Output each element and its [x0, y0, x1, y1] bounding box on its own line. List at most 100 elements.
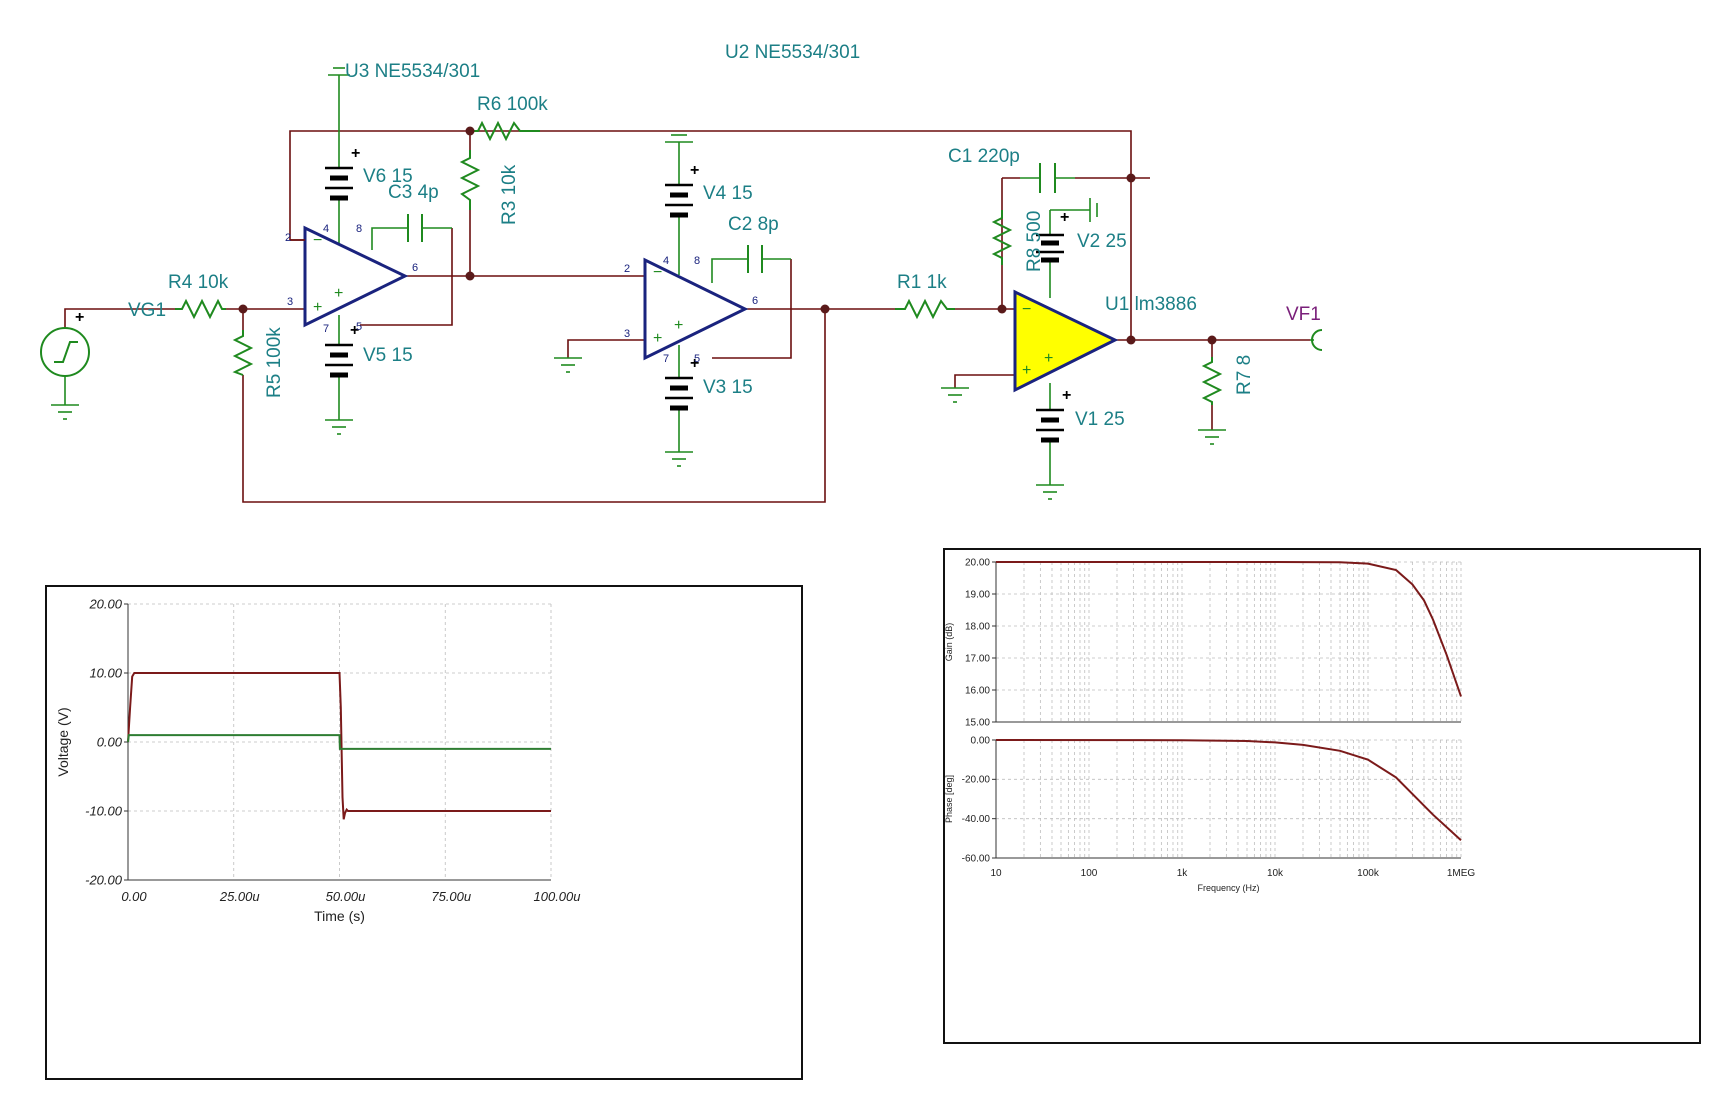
y-tick-label: -60.00: [962, 853, 991, 864]
ground-icon: [1198, 429, 1226, 445]
label-v4: V4 15: [703, 183, 753, 204]
x-tick-label: 10k: [1267, 868, 1284, 879]
resistor-r7: [1201, 357, 1223, 405]
ground-icon: [665, 134, 693, 143]
label-v3: V3 15: [703, 377, 753, 398]
pin-label: 2: [624, 263, 630, 275]
output-port-icon: [1310, 329, 1323, 351]
pin-label: 5: [694, 353, 700, 365]
resistor-r3: [459, 150, 481, 210]
voltage-source-vg1: +: [40, 309, 90, 377]
x-tick-label: 75.00u: [431, 889, 471, 904]
label-r4: R4 10k: [168, 272, 229, 293]
svg-text:−: −: [1022, 301, 1031, 318]
y-tick-label: -10.00: [85, 803, 123, 818]
ground-icon: [1089, 198, 1098, 222]
svg-text:+: +: [1062, 387, 1071, 404]
series-line: [996, 561, 1462, 697]
x-axis-label: Time (s): [314, 908, 365, 924]
label-vg1: VG1: [128, 300, 166, 321]
pin-label: 4: [323, 223, 329, 235]
x-tick-label: 1k: [1177, 868, 1189, 879]
label-u2: U2 NE5534/301: [725, 42, 860, 63]
y-tick-label: 20.00: [88, 596, 122, 611]
y-axis-label: Voltage (V): [55, 707, 71, 776]
svg-text:+: +: [1022, 362, 1031, 379]
label-r3: R3 10k: [499, 164, 520, 225]
x-tick-label: 100k: [1357, 868, 1380, 879]
x-tick-label: 50.00u: [326, 889, 366, 904]
ground-icon: [1036, 484, 1064, 500]
label-r6: R6 100k: [477, 94, 548, 115]
battery-v1: +: [1036, 387, 1071, 443]
resistor-r4: [175, 298, 226, 320]
ground-icon: [328, 67, 350, 76]
label-r5: R5 100k: [264, 327, 285, 398]
svg-text:+: +: [334, 285, 343, 302]
batteries: + + + + + +: [325, 145, 1071, 443]
label-c3: C3 4p: [388, 182, 439, 203]
pin-label: 8: [694, 255, 700, 267]
y-tick-label: 17.00: [965, 653, 990, 664]
svg-text:−: −: [653, 264, 662, 281]
x-tick-label: 100.00u: [534, 889, 581, 904]
ground-icon: [51, 375, 79, 420]
label-v2: V2 25: [1077, 231, 1127, 252]
label-v5: V5 15: [363, 345, 413, 366]
ac-panel: [943, 548, 1701, 1044]
ground-icon: [665, 451, 693, 467]
component-labels: U3 NE5534/301 U2 NE5534/301 U1 lm3886 R6…: [128, 42, 1321, 430]
x-tick-label: 0.00: [121, 889, 147, 904]
opamp-u1: − + +: [1013, 289, 1119, 393]
svg-text:+: +: [1060, 209, 1069, 226]
capacitor-c2: [747, 245, 763, 273]
svg-text:+: +: [1044, 350, 1053, 367]
label-v6: V6 15: [363, 166, 413, 187]
resistor-r8: [991, 210, 1013, 265]
series-line: [995, 739, 1462, 842]
battery-v5: +: [325, 322, 359, 378]
supply-wires: [338, 75, 1090, 485]
transient-panel: [45, 585, 803, 1080]
x-tick-label: 25.00u: [219, 889, 260, 904]
pin-label: 3: [287, 296, 293, 308]
y-tick-label: 15.00: [965, 717, 990, 728]
x-tick-label: 1MEG: [1447, 868, 1476, 879]
ground-icon: [554, 357, 582, 373]
label-r7: R7 8: [1234, 355, 1255, 395]
resistors: [175, 120, 1223, 405]
x-tick-label: 100: [1081, 868, 1098, 879]
y-tick-label: 18.00: [965, 621, 990, 632]
label-vf1: VF1: [1286, 304, 1321, 325]
label-v1: V1 25: [1075, 409, 1125, 430]
capacitors: [407, 163, 1075, 273]
y-tick-label: 16.00: [965, 685, 990, 696]
y-tick-label: 19.00: [965, 589, 990, 600]
svg-text:+: +: [690, 355, 699, 372]
y-axis-label: Phase [deg]: [944, 775, 954, 823]
pin-label: 5: [356, 321, 362, 333]
svg-text:+: +: [674, 317, 683, 334]
capacitor-c3: [407, 214, 423, 242]
y-tick-label: 20.00: [965, 557, 990, 568]
resistor-r6: [470, 120, 540, 142]
pin-label: 7: [323, 323, 329, 335]
opamp-u2: − + + 2 3 4 5 6 7 8: [624, 255, 758, 365]
x-tick-label: 10: [990, 868, 1002, 879]
capacitor-c1: [1020, 163, 1075, 193]
svg-text:+: +: [653, 330, 662, 347]
label-u3: U3 NE5534/301: [345, 61, 480, 82]
svg-text:+: +: [75, 309, 84, 326]
pin-label: 2: [285, 232, 291, 244]
pin-label: 7: [663, 353, 669, 365]
y-tick-label: 0.00: [97, 734, 123, 749]
series-line: [127, 734, 551, 750]
label-r8: R8 500: [1024, 211, 1045, 272]
pin-label: 4: [663, 255, 669, 267]
resistor-r5: [232, 330, 254, 376]
pin-label: 6: [752, 295, 758, 307]
svg-text:−: −: [313, 232, 322, 249]
